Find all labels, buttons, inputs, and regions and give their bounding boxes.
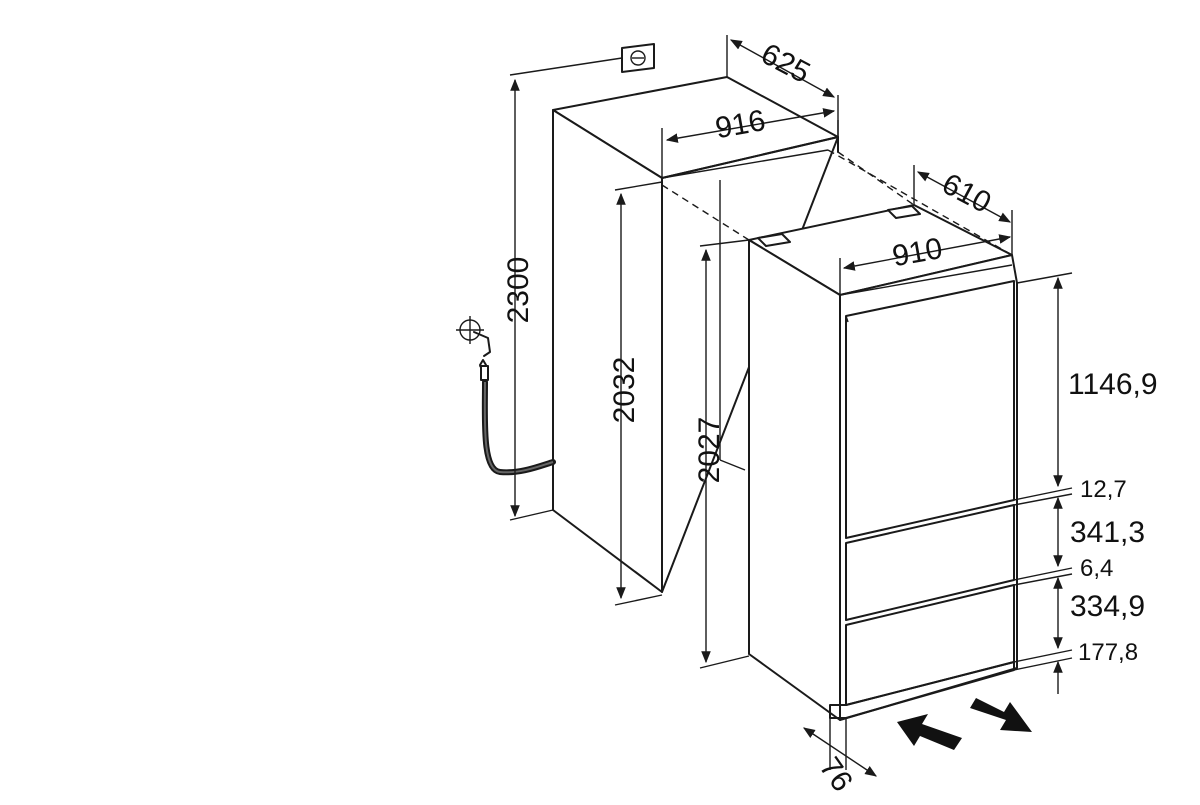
power-socket-icon (621, 43, 655, 73)
water-hose (481, 379, 556, 476)
dim-niche-height: 2032 (608, 357, 641, 424)
dim-niche-total-height: 2300 (502, 257, 535, 324)
dim-gap-lower: 6,4 (1080, 555, 1113, 582)
dim-appliance-height: 2027 (693, 417, 726, 484)
dim-door-offset: 76 (813, 751, 859, 797)
dim-plinth-height: 177,8 (1078, 639, 1138, 666)
airflow-in-arrow-icon (897, 714, 962, 750)
dim-upper-door-height: 1146,9 (1068, 368, 1158, 401)
airflow-out-arrow-icon (970, 698, 1032, 732)
dim-appliance-depth: 610 (937, 167, 997, 220)
dim-drawer-upper-height: 341,3 (1070, 516, 1145, 549)
dim-drawer-lower-height: 334,9 (1070, 590, 1145, 623)
dim-gap-upper: 12,7 (1080, 476, 1127, 503)
upper-door-panel (845, 280, 1015, 539)
water-tap-icon (456, 316, 491, 381)
